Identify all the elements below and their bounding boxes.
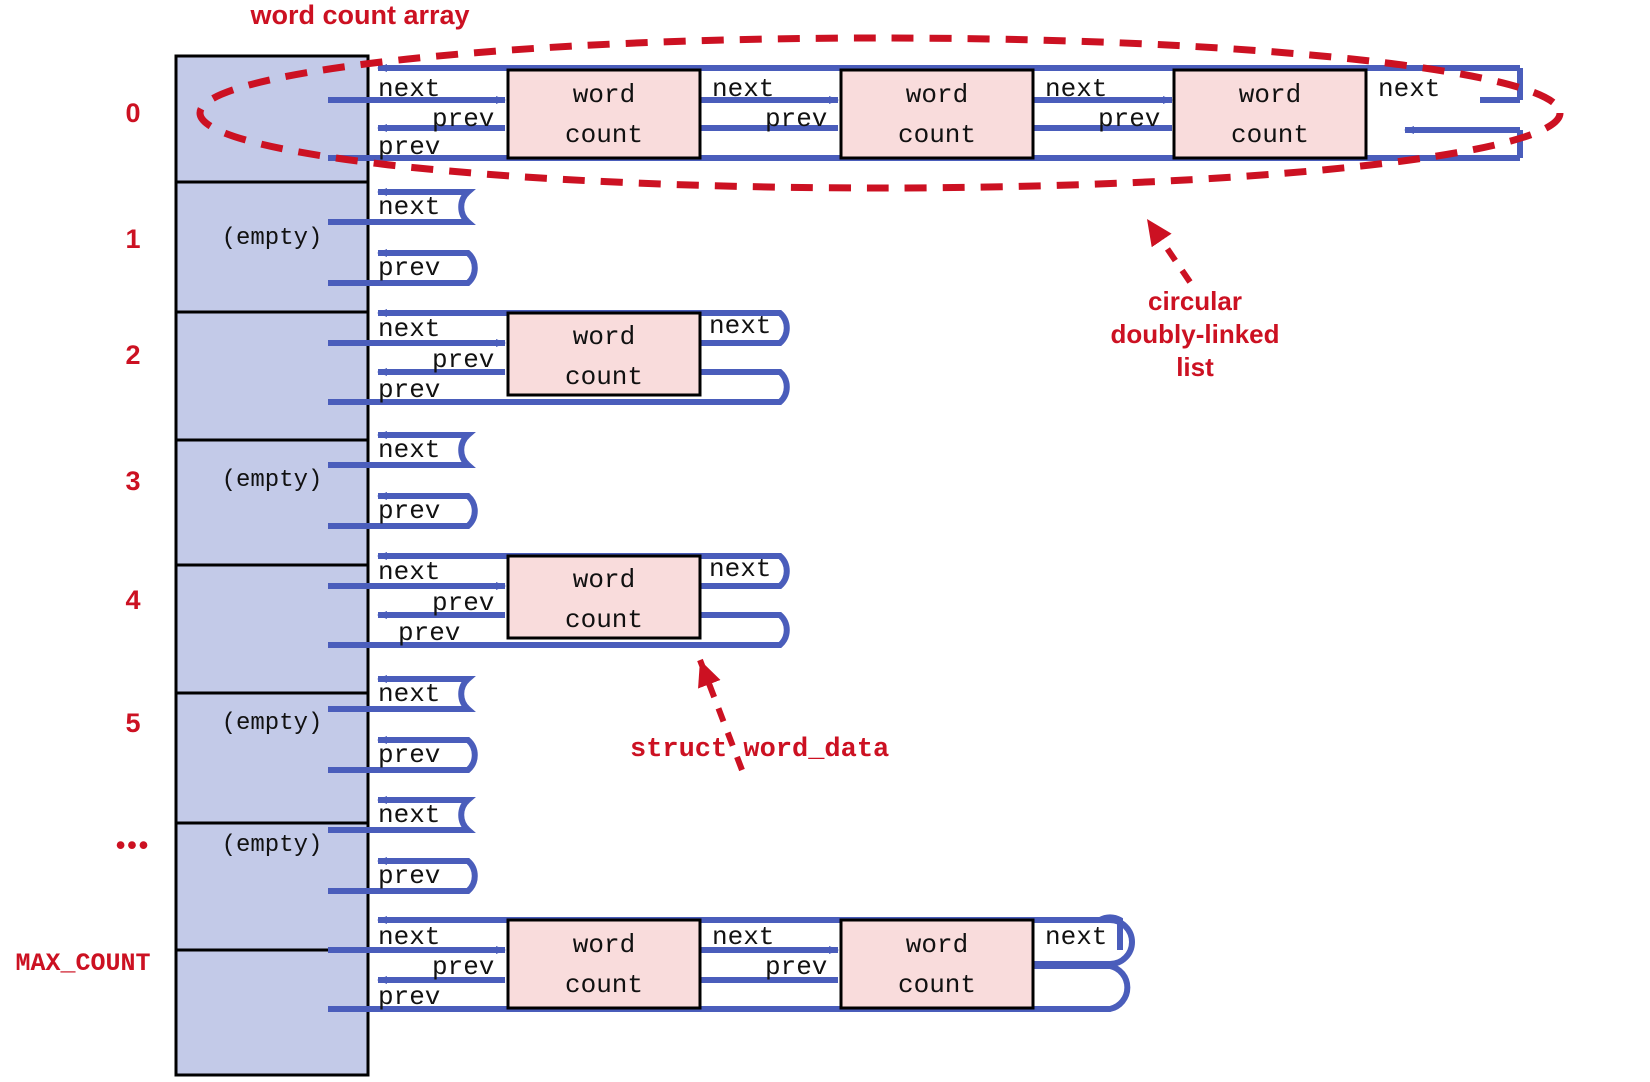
row-3-links [328,431,478,529]
pointer-label-prev: prev [765,952,828,982]
annotation-line-2: doubly-linked [1110,319,1280,349]
pointer-label-prev: prev [378,740,441,770]
pointer-label-prev: prev [378,496,441,526]
node-count-label: count [564,120,643,150]
pointer-label-prev: prev [378,375,441,405]
word-count-array [174,54,370,1077]
pointer-label-next: next [378,922,441,952]
array-index-label-3: 3 [125,466,141,496]
node-word-label: word [905,930,969,960]
pointer-label-next: next [1045,74,1108,104]
row-5-links [328,675,478,773]
array-cell-empty-1: (empty) [221,225,323,252]
annotation-line-3: list [1176,352,1214,382]
row-2-links [328,309,790,405]
array-cell-empty-3: (empty) [221,467,323,494]
annotation-circular-list: circular doubly-linked list [1075,285,1315,384]
node-count-label: count [564,970,643,1000]
node-word-label: word [905,80,969,110]
pointer-label-next: next [712,74,775,104]
circular-list-highlight [196,34,1564,192]
page-title: word count array [250,0,470,30]
node-count-label: count [564,362,643,392]
array-index-label-4: 4 [125,585,141,615]
pointer-label-next: next [378,679,441,709]
node-count-label: count [1230,120,1309,150]
row-0-links [328,64,1523,161]
pointer-label-next: next [378,74,441,104]
node-count-label: count [897,120,976,150]
row-max-count-links [328,914,1135,1012]
node-word-label: word [572,322,636,352]
node-word-label: word [1238,80,1302,110]
pointer-label-next: next [1045,922,1108,952]
pointer-label-prev: prev [432,588,495,618]
pointer-label-next: next [378,557,441,587]
array-index-label-ellipsis: ••• [115,830,151,860]
pointer-label-prev: prev [378,982,441,1012]
pointer-label-prev: prev [378,253,441,283]
pointer-label-next: next [1378,74,1441,104]
pointer-label-prev: prev [765,104,828,134]
pointer-label-prev: prev [432,952,495,982]
pointer-label-next: next [709,554,772,584]
pointer-label-next: next [378,435,441,465]
array-index-label-1: 1 [125,224,141,254]
node-count-label: count [897,970,976,1000]
pointer-label-prev: prev [378,132,441,162]
pointer-label-prev: prev [432,345,495,375]
pointer-label-prev: prev [432,104,495,134]
node-count-label: count [564,605,643,635]
pointer-label-next: next [378,314,441,344]
array-index-label-0: 0 [125,98,141,128]
annotation-struct-word-data: struct word_data [630,735,890,765]
node-word-label: word [572,930,636,960]
row-6-links [328,796,478,894]
node-word-label: word [572,80,636,110]
pointer-label-next: next [378,800,441,830]
row-1-links [328,188,478,286]
callout-arrow-struct [697,658,745,772]
pointer-label-prev: prev [1098,104,1161,134]
pointer-label-prev: prev [398,618,461,648]
array-index-label-2: 2 [125,340,141,370]
array-index-label-max-count: MAX_COUNT [15,949,151,978]
pointer-label-next: next [712,922,775,952]
pointer-label-next: next [378,192,441,222]
row-4-links [328,552,790,648]
array-index-label-5: 5 [125,708,141,738]
pointer-label-next: next [709,311,772,341]
node-word-label: word [572,565,636,595]
array-cell-empty-6: (empty) [221,832,323,859]
pointer-label-prev: prev [378,861,441,891]
callout-arrow-circular [1144,217,1193,284]
array-cell-empty-5: (empty) [221,710,323,737]
annotation-line-1: circular [1148,286,1242,316]
